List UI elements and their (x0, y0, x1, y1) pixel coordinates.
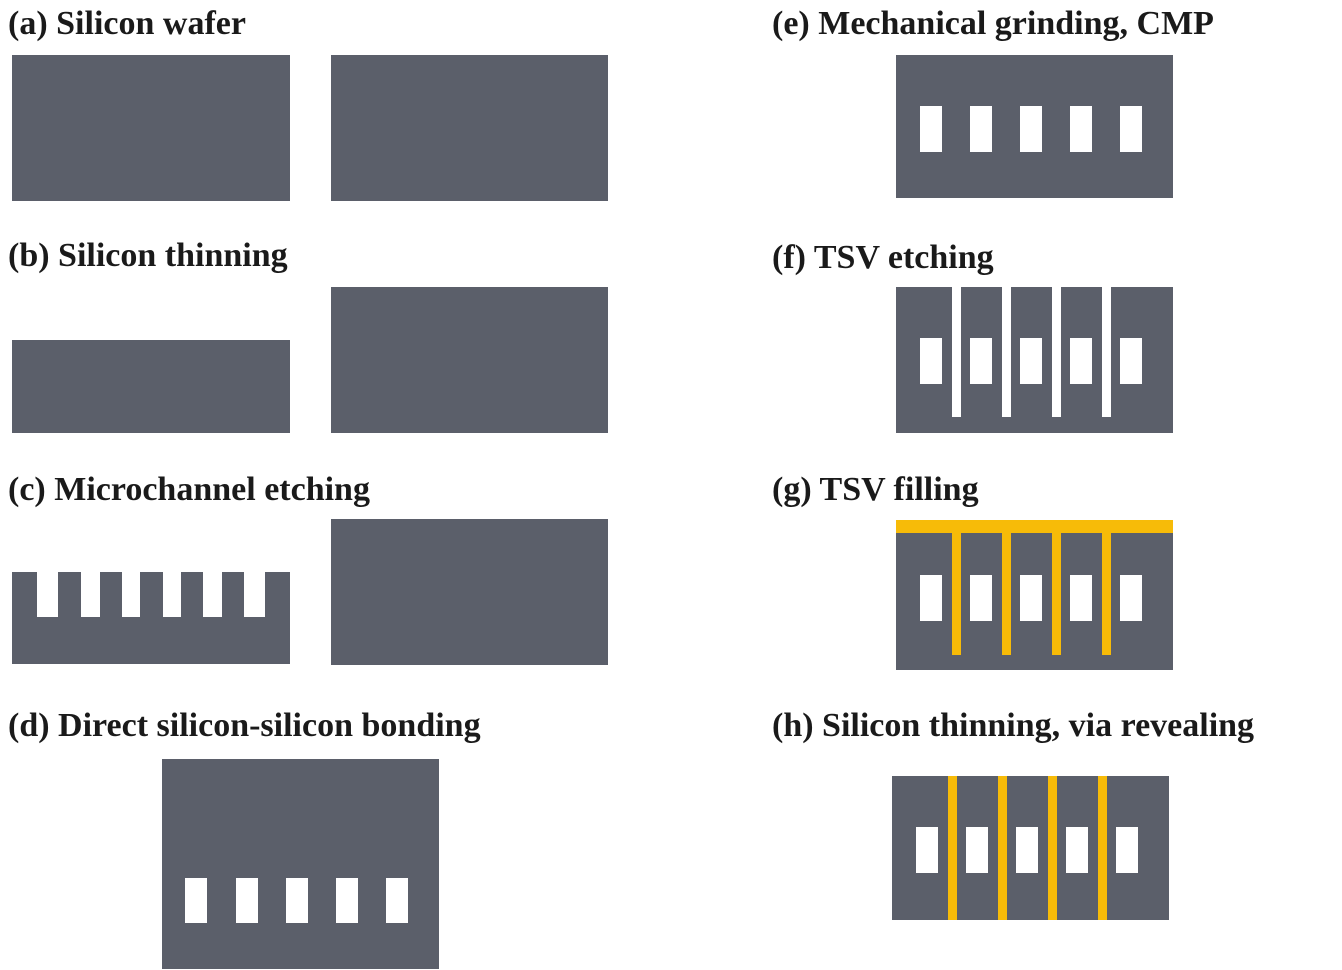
microchannel (970, 338, 992, 384)
microchannel (336, 878, 358, 923)
copper-tsv (952, 530, 961, 655)
step-g-drawing (896, 520, 1173, 670)
microchannel (1066, 827, 1088, 873)
step-a-drawing (12, 55, 608, 201)
tsv-hole (1002, 287, 1011, 417)
microchannel (970, 575, 992, 621)
microchannel (1120, 575, 1142, 621)
step-d-drawing (162, 759, 439, 969)
step-b-drawing (12, 287, 608, 433)
revealed-copper-tsv (1098, 776, 1107, 920)
microchannel (1116, 827, 1138, 873)
step-f-label: (f) TSV etching (772, 239, 994, 276)
microchannel (916, 827, 938, 873)
step-c-drawing (12, 519, 608, 665)
step-f-drawing (896, 287, 1173, 433)
step-d-label: (d) Direct silicon-silicon bonding (8, 707, 481, 744)
microchannel (386, 878, 408, 923)
microchannel (1016, 827, 1038, 873)
copper-tsv (1052, 530, 1061, 655)
microchannel (1120, 106, 1142, 152)
microchannel (286, 878, 308, 923)
microchannel (1070, 575, 1092, 621)
microchannel (1020, 575, 1042, 621)
microchannel (970, 106, 992, 152)
microchannel (1070, 106, 1092, 152)
step-e-drawing (896, 55, 1173, 198)
microchannel (1070, 338, 1092, 384)
wafer-right (331, 519, 608, 665)
tsv-hole (1102, 287, 1111, 417)
step-a-label: (a) Silicon wafer (8, 5, 246, 42)
tsv-hole (1052, 287, 1061, 417)
microchannel (920, 575, 942, 621)
revealed-copper-tsv (998, 776, 1007, 920)
microchannel (920, 338, 942, 384)
tsv-hole (952, 287, 961, 417)
microchannel (966, 827, 988, 873)
bonded-stack (162, 759, 439, 969)
wafer-right (331, 55, 608, 201)
copper-overburden-layer (896, 520, 1173, 533)
step-h-drawing (892, 776, 1169, 920)
step-h-label: (h) Silicon thinning, via revealing (772, 707, 1255, 744)
microchannel (920, 106, 942, 152)
copper-tsv (1002, 530, 1011, 655)
step-b-label: (b) Silicon thinning (8, 237, 288, 274)
microchannel (1020, 338, 1042, 384)
thinned-wafer (12, 340, 290, 433)
step-g-label: (g) TSV filling (772, 471, 979, 508)
revealed-copper-tsv (948, 776, 957, 920)
microchannel (236, 878, 258, 923)
step-c-label: (c) Microchannel etching (8, 471, 370, 508)
etched-wafer-with-microchannels (12, 572, 290, 664)
microchannel (1120, 338, 1142, 384)
microchannel (185, 878, 207, 923)
wafer-right (331, 287, 608, 433)
step-e-label: (e) Mechanical grinding, CMP (772, 5, 1214, 42)
revealed-copper-tsv (1048, 776, 1057, 920)
copper-tsv (1102, 530, 1111, 655)
microchannel (1020, 106, 1042, 152)
wafer-left (12, 55, 290, 201)
